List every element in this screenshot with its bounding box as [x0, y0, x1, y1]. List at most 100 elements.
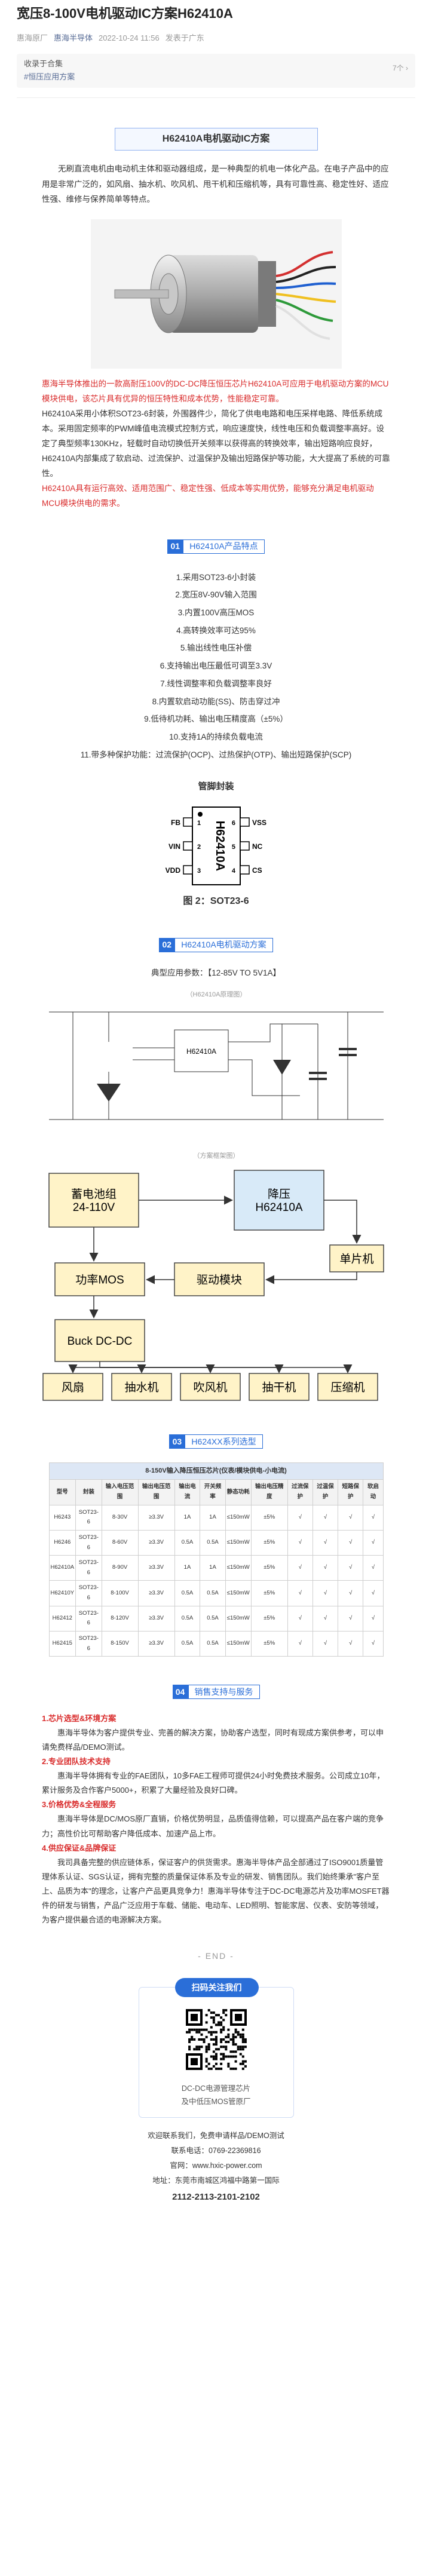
qr-caption: DC-DC电源管理芯片及中低压MOS管原厂: [139, 2082, 293, 2109]
table-cell: ±5%: [250, 1605, 288, 1632]
pin-left-number: 1: [197, 820, 201, 827]
pin-left: [182, 817, 193, 827]
table-cell: SOT23-6: [75, 1504, 102, 1531]
feature-item: 2.宽压8V-90V输入范围: [175, 590, 257, 600]
collection-tag[interactable]: #恒压应用方案: [24, 72, 75, 82]
table-cell: ≥3.3V: [137, 1630, 175, 1657]
table-cell: ≥3.3V: [137, 1504, 175, 1531]
table-header-cell: 短路保护: [338, 1479, 364, 1505]
table-cell: ≤150mW: [225, 1504, 252, 1531]
pin-left-label: FB: [171, 818, 180, 827]
contact-website[interactable]: 官网：www.hxic-power.com: [170, 2161, 262, 2170]
table-cell: √: [312, 1605, 339, 1632]
table-cell: √: [363, 1529, 384, 1556]
table-header-cell: 过温保护: [312, 1479, 339, 1505]
table-cell: √: [363, 1605, 384, 1632]
load-0-label: 风扇: [61, 1381, 84, 1394]
product-title-box: H62410A电机驱动IC方案: [114, 128, 318, 151]
end-marker: - END -: [198, 1951, 234, 1961]
table-cell: √: [287, 1555, 313, 1581]
service-text: 惠海半导体拥有专业的FAE团队，10多FAE工程师可提供24小时免费技术服务。公…: [42, 1771, 385, 1795]
table-header-cell: 过流保护: [287, 1479, 313, 1505]
table-title: 8-150V输入降压恒压芯片(仪表/模块供电-小电流): [48, 1462, 384, 1480]
section-header-selection: 03 H624XX系列选型: [0, 1433, 432, 1450]
summary-paragraph: H62410A具有运行高效、适用范围广、稳定性强、低成本等实用优势，能够充分满足…: [42, 483, 374, 508]
table-cell: ≥3.3V: [137, 1555, 175, 1581]
table-cell: √: [287, 1605, 313, 1632]
highlight-paragraph: 惠海半导体推出的一款高耐压100V的DC-DC降压恒压芯片H62410A可应用于…: [42, 379, 389, 403]
section-label: H62410A产品特点: [183, 539, 265, 554]
table-cell: √: [338, 1580, 364, 1606]
pin-left-number: 2: [197, 844, 201, 851]
selection-table: 8-150V输入降压恒压芯片(仪表/模块供电-小电流)型号封装输入电压范围输出电…: [48, 1462, 384, 1657]
load-1-box: [111, 1373, 172, 1401]
table-cell: ≤150mW: [225, 1580, 252, 1606]
service-heading: 1.芯片选型&环境方案: [42, 1714, 117, 1724]
pin-right: [239, 841, 250, 851]
table-cell: √: [363, 1504, 384, 1531]
load-0-box: [42, 1373, 103, 1401]
pin-right-label: VSS: [252, 818, 266, 827]
table-cell: 8-150V: [101, 1630, 139, 1657]
pin-right: [239, 864, 250, 875]
table-cell: ±5%: [250, 1555, 288, 1581]
intro-paragraph: 无刷直流电机由电动机主体和驱动器组成，是一种典型的机电一体化产品。在电子产品中的…: [42, 164, 389, 204]
battery-label: 24-110V: [72, 1201, 115, 1214]
article: 宽压8-100V电机驱动IC方案H62410A 惠海原厂 惠海半导体 2022-…: [0, 0, 432, 2202]
pin-left-label: VDD: [165, 866, 180, 875]
article-header: 宽压8-100V电机驱动IC方案H62410A 惠海原厂 惠海半导体 2022-…: [0, 0, 432, 45]
collection-card[interactable]: 收录于合集 #恒压应用方案 7个 ›: [17, 53, 415, 88]
load-3-label: 抽干机: [262, 1381, 296, 1394]
table-cell: √: [338, 1630, 364, 1657]
service-text: 我司具备完整的供应链体系，保证客户的供货需求。惠海半导体产品全部通过了ISO90…: [42, 1857, 390, 1924]
table-cell: ±5%: [250, 1504, 288, 1531]
section-number: 02: [159, 937, 175, 952]
feature-item: 6.支持输出电压最低可调至3.3V: [160, 661, 272, 671]
table-cell: SOT23-6: [75, 1555, 102, 1581]
table-cell: ≥3.3V: [137, 1529, 175, 1556]
feature-item: 11.带多种保护功能：过流保护(OCP)、过热保护(OTP)、输出短路保护(SC…: [80, 750, 352, 759]
load-1-label: 抽水机: [124, 1381, 158, 1394]
table-cell: 0.5A: [200, 1580, 226, 1606]
connector-arrow: [99, 1364, 215, 1374]
schematic-diagram: （H62410A原理图） H62410A: [36, 988, 396, 1138]
connector-arrow: [265, 1272, 357, 1284]
contact-address: 地址：东莞市南城区鸿福中路第一国际: [152, 2176, 280, 2185]
article-meta: 惠海原厂 惠海半导体 2022-10-24 11:56 发表于广东: [17, 32, 415, 45]
load-4-box: [317, 1373, 378, 1401]
power-mos-label: 功率MOS: [75, 1274, 124, 1287]
table-cell: √: [338, 1605, 364, 1632]
collection-count: 7个 ›: [392, 63, 408, 72]
table-cell: ≤150mW: [225, 1555, 252, 1581]
section-label: H624XX系列选型: [185, 1434, 263, 1449]
table-cell: ±5%: [250, 1529, 288, 1556]
table-cell: √: [312, 1529, 339, 1556]
pin-right-label: NC: [252, 842, 263, 851]
table-cell: 0.5A: [174, 1630, 201, 1657]
table-cell: √: [287, 1580, 313, 1606]
power-mos-box: [54, 1262, 145, 1296]
battery-label: 蓄电池组: [71, 1188, 116, 1201]
table-cell: ≤150mW: [225, 1605, 252, 1632]
qr-code[interactable]: [183, 2007, 249, 2073]
service-text: 惠海半导体是DC/MOS原厂直销，价格优势明显，品质值得信赖，可以提高产品在客户…: [42, 1814, 384, 1838]
qr-caption-line: 及中低压MOS管原厂: [181, 2097, 251, 2106]
buck-ic-label: 降压: [267, 1188, 290, 1201]
author-name: 惠海原厂: [17, 33, 48, 42]
load-4-label: 压缩机: [330, 1381, 364, 1394]
contact-phone: 联系电话：0769-22369816: [171, 2146, 261, 2155]
contact-intro: 欢迎联系我们，免费申请样品/DEMO测试: [148, 2131, 284, 2140]
table-cell: SOT23-6: [75, 1580, 102, 1606]
load-2-label: 吹风机: [193, 1381, 227, 1394]
article-title: 宽压8-100V电机驱动IC方案H62410A: [17, 6, 233, 21]
account-link[interactable]: 惠海半导体: [54, 33, 93, 42]
table-cell: 0.5A: [200, 1630, 226, 1657]
table-cell: 0.5A: [200, 1529, 226, 1556]
